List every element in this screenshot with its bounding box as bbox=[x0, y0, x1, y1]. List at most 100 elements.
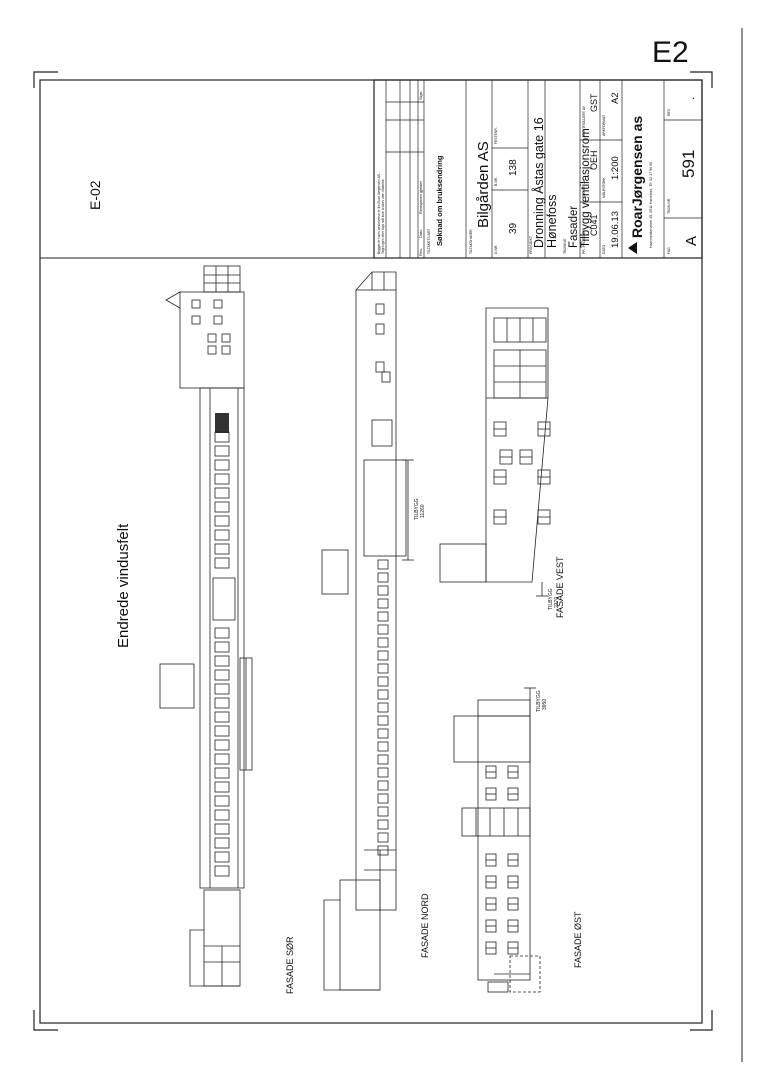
window bbox=[377, 689, 389, 700]
window bbox=[377, 715, 389, 726]
tb-purpose: Søknad om bruksendring bbox=[435, 155, 444, 246]
tb-project-label: PROSJEKT bbox=[529, 236, 533, 254]
corner-mark-tr bbox=[690, 71, 713, 88]
window bbox=[377, 767, 389, 778]
tb-sign-header: Sign. bbox=[418, 91, 423, 100]
east-main-body bbox=[477, 699, 531, 981]
sheet-frame bbox=[33, 28, 743, 1062]
window bbox=[214, 683, 230, 695]
window bbox=[377, 663, 389, 674]
south-stair bbox=[203, 265, 241, 293]
tb-purpose-label: TILTAKETS ART bbox=[427, 229, 431, 254]
facade-west-drawing bbox=[439, 307, 549, 583]
corner-mark-tl bbox=[33, 71, 58, 88]
tb-rev-header: Rev. bbox=[418, 248, 423, 256]
window bbox=[375, 323, 385, 335]
window bbox=[214, 515, 230, 527]
window bbox=[214, 739, 230, 751]
facade-east-drawing bbox=[453, 699, 541, 993]
window bbox=[214, 669, 230, 681]
window bbox=[214, 767, 230, 779]
dimension-north bbox=[402, 459, 414, 561]
dim-west-value: 2370 bbox=[554, 597, 560, 608]
tb-rev: . bbox=[683, 97, 697, 100]
window bbox=[213, 299, 223, 309]
title-block-grid bbox=[385, 80, 702, 258]
tb-bnr-label: B.NR. bbox=[494, 177, 498, 186]
north-end-block bbox=[339, 879, 381, 991]
dimension-east bbox=[524, 687, 536, 716]
corner-mark-bl bbox=[33, 1010, 58, 1031]
facade-north-label: FASADE NORD bbox=[420, 893, 430, 958]
tb-revtext-header: Revisjonen gjelder bbox=[418, 180, 423, 214]
dim-west-label: TILBYGG bbox=[548, 588, 554, 610]
sheet-id-label: E-02 bbox=[87, 180, 103, 210]
window bbox=[375, 303, 385, 315]
window bbox=[214, 725, 230, 737]
window bbox=[214, 543, 230, 555]
tb-checked-label: KONTROLLERT AV bbox=[582, 105, 586, 136]
tb-copyright-1: Bygget er hans beskrivelse er fra Roar J… bbox=[377, 173, 381, 254]
window bbox=[377, 832, 389, 843]
window bbox=[214, 641, 230, 653]
window bbox=[214, 473, 230, 485]
tb-scale: 1:200 bbox=[610, 156, 621, 180]
south-roof-edge bbox=[165, 291, 181, 309]
window bbox=[214, 781, 230, 793]
window bbox=[377, 637, 389, 648]
tb-scale-label: MÅLESTOKK bbox=[601, 177, 606, 198]
window bbox=[377, 728, 389, 739]
window bbox=[214, 431, 230, 443]
east-dashed-annex bbox=[509, 955, 541, 993]
window bbox=[214, 823, 230, 835]
window bbox=[377, 559, 389, 570]
tb-drawn: OEH bbox=[589, 150, 599, 170]
window bbox=[214, 697, 230, 709]
window bbox=[214, 487, 230, 499]
window bbox=[221, 333, 231, 343]
south-entrance bbox=[215, 413, 229, 433]
facade-south-drawing bbox=[159, 265, 253, 987]
window bbox=[377, 702, 389, 713]
north-windows bbox=[375, 303, 391, 856]
tb-project-2: Hønefoss bbox=[545, 195, 559, 249]
tb-projno: C041 bbox=[589, 214, 599, 236]
tb-fag: A bbox=[683, 236, 700, 246]
tb-drawing-1: Fasader bbox=[568, 206, 580, 248]
dim-east-value: 3950 bbox=[542, 699, 548, 710]
window bbox=[221, 345, 231, 355]
south-door-frame bbox=[212, 577, 236, 621]
facade-south-label: FASADE SØR bbox=[285, 936, 295, 994]
tb-date: 19.06.13 bbox=[610, 211, 621, 248]
north-ventilation-annex bbox=[321, 549, 349, 595]
north-roof-top bbox=[355, 271, 397, 291]
window bbox=[377, 780, 389, 791]
window bbox=[377, 819, 389, 830]
tb-gnr-label: G.NR. bbox=[494, 245, 498, 254]
change-note: Endrede vindusfelt bbox=[115, 523, 132, 648]
tb-drawing-no: 591 bbox=[679, 150, 698, 178]
south-end-roof bbox=[189, 929, 240, 987]
tb-drawing-label: TEGNING bbox=[563, 238, 567, 254]
south-wing bbox=[179, 291, 245, 389]
window bbox=[377, 741, 389, 752]
south-windows bbox=[191, 299, 231, 877]
south-main-body bbox=[199, 387, 245, 889]
window bbox=[214, 501, 230, 513]
tb-projno-label: PR. PROSJ.NR. bbox=[582, 229, 586, 254]
tb-copyright-2: Tegningen eller kopi må ikke brukes uten… bbox=[381, 178, 385, 254]
window bbox=[214, 557, 230, 569]
west-ventilation-annex bbox=[439, 543, 487, 583]
tb-fnr-label: FESTENR. bbox=[494, 127, 498, 144]
window bbox=[214, 809, 230, 821]
east-door bbox=[487, 981, 509, 993]
east-stair-glazing bbox=[461, 807, 531, 837]
window bbox=[213, 315, 223, 325]
facade-north-drawing bbox=[321, 271, 407, 991]
tb-company: RoarJørgensen as bbox=[629, 116, 645, 238]
north-annex bbox=[363, 459, 407, 557]
tb-owner: Bilgården AS bbox=[475, 141, 492, 228]
tb-drawn-label: TEGNET AV bbox=[582, 179, 586, 198]
west-windows bbox=[493, 421, 551, 525]
